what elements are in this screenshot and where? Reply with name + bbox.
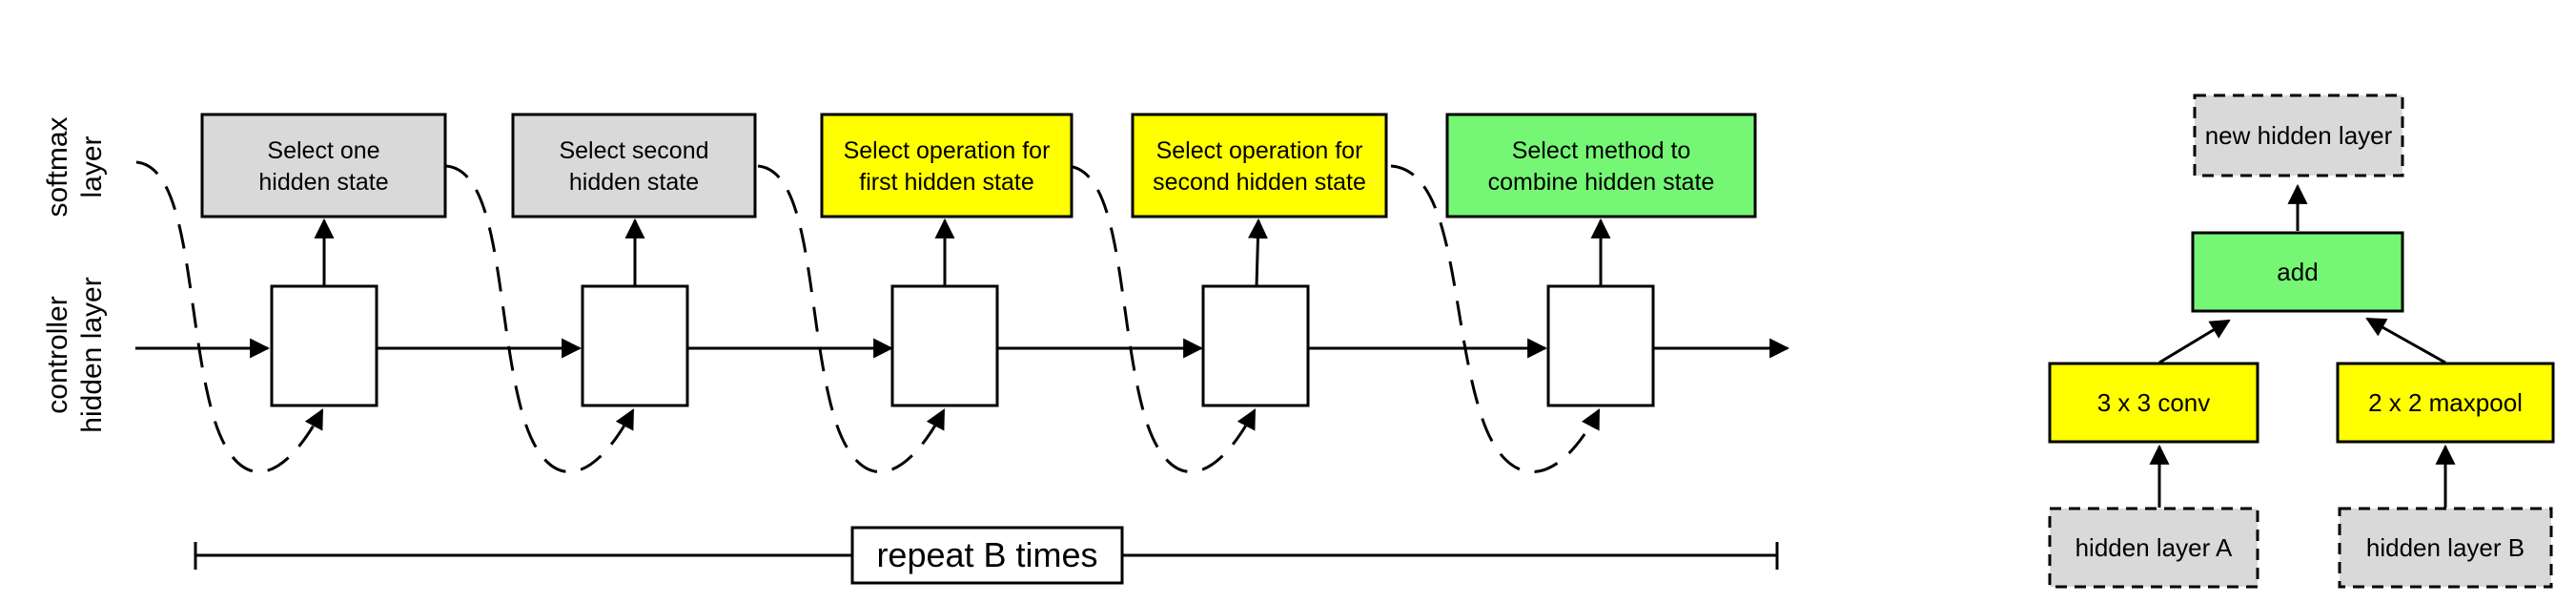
feedback-curves	[135, 160, 1601, 473]
svg-text:repeat B times: repeat B times	[876, 535, 1097, 574]
controller-cells	[270, 284, 1655, 407]
softmax-block-box	[1131, 113, 1388, 218]
svg-text:hidden layer A: hidden layer A	[2075, 533, 2233, 562]
softmax-block-box	[200, 113, 447, 218]
softmax-block-3: Select operation for first hidden state	[820, 113, 1073, 218]
hidden-layer-a-node: hidden layer A	[2048, 507, 2259, 589]
softmax-layer-label: softmax layer	[42, 116, 108, 217]
svg-text:Select method to: Select method to	[1512, 137, 1691, 164]
svg-text:combine hidden state: combine hidden state	[1488, 169, 1715, 196]
softmax-block-box	[511, 113, 757, 218]
svg-text:new hidden layer: new hidden layer	[2205, 121, 2393, 150]
svg-text:Select one: Select one	[267, 137, 379, 164]
controller-hidden-layer-label: controller hidden layer	[42, 277, 108, 432]
controller-cell	[890, 284, 999, 407]
conv-node: 3 x 3 conv	[2048, 362, 2259, 444]
svg-text:3 x 3 conv: 3 x 3 conv	[2097, 388, 2211, 417]
svg-text:Select operation for: Select operation for	[1156, 137, 1363, 164]
softmax-block-4: Select operation for second hidden state	[1131, 113, 1388, 218]
add-node: add	[2191, 231, 2404, 313]
svg-text:hidden layer B: hidden layer B	[2366, 533, 2525, 562]
svg-text:Select operation for: Select operation for	[844, 137, 1051, 164]
svg-text:second hidden state: second hidden state	[1153, 169, 1366, 196]
softmax-block-box	[1445, 113, 1757, 218]
controller-cell	[1546, 284, 1655, 407]
svg-text:hidden layer: hidden layer	[76, 277, 108, 432]
softmax-block-1: Select one hidden state	[200, 113, 447, 218]
repeat-span	[194, 542, 1779, 570]
maxpool-node: 2 x 2 maxpool	[2336, 362, 2555, 444]
svg-text:2 x 2 maxpool: 2 x 2 maxpool	[2368, 388, 2523, 417]
softmax-block-5: Select method to combine hidden state	[1445, 113, 1757, 218]
output-arrows	[314, 218, 1611, 287]
cell-arrows	[2149, 183, 2456, 508]
example-cell: new hidden layer add 3 x 3 conv 2 x 2 ma…	[2048, 94, 2555, 589]
controller-cell	[1201, 284, 1310, 407]
new-hidden-layer-node: new hidden layer	[2193, 94, 2404, 177]
controller-cell	[270, 284, 378, 407]
svg-text:layer: layer	[76, 135, 108, 198]
softmax-block-2: Select second hidden state	[511, 113, 757, 218]
svg-text:hidden state: hidden state	[569, 169, 699, 196]
svg-text:first hidden state: first hidden state	[859, 169, 1033, 196]
svg-text:hidden state: hidden state	[258, 169, 388, 196]
svg-text:softmax: softmax	[42, 116, 73, 217]
repeat-label: repeat B times	[850, 526, 1124, 585]
softmax-block-box	[820, 113, 1073, 218]
controller-cell	[581, 284, 689, 407]
svg-text:Select second: Select second	[559, 137, 708, 164]
svg-text:controller: controller	[42, 296, 73, 413]
svg-text:add: add	[2277, 258, 2318, 286]
hidden-layer-b-node: hidden layer B	[2338, 507, 2553, 589]
